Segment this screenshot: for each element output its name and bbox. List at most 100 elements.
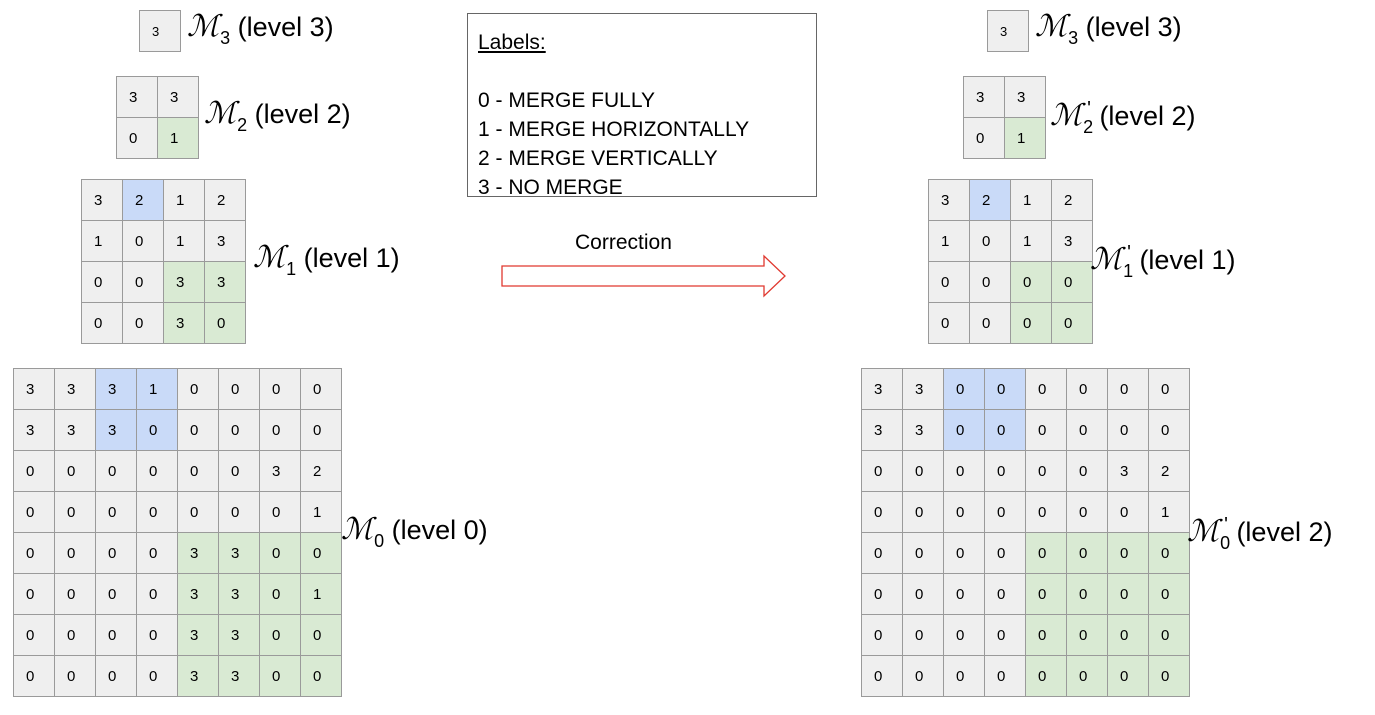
- matrix-cell: 0: [1026, 656, 1067, 697]
- matrix-cell: 3: [178, 656, 219, 697]
- legend-item-no-merge: 3 - NO MERGE: [478, 176, 623, 199]
- matrix-cell: 3: [260, 451, 301, 492]
- matrix-cell: 0: [1149, 656, 1190, 697]
- matrix-subscript: 3: [1068, 28, 1079, 48]
- matrix-cell: 3: [178, 533, 219, 574]
- matrix-cell: 0: [178, 451, 219, 492]
- matrix-cell: 0: [903, 615, 944, 656]
- matrix-cell: 0: [985, 410, 1026, 451]
- matrix-cell: 0: [944, 533, 985, 574]
- matrix-cell: 1: [158, 118, 199, 159]
- level-text: (level 2): [1228, 517, 1333, 547]
- matrix-cell: 0: [178, 410, 219, 451]
- matrix-subscript: 1: [286, 259, 297, 279]
- matrix-cell: 0: [944, 369, 985, 410]
- matrix-cell: 0: [862, 451, 903, 492]
- matrix-cell: 0: [862, 492, 903, 533]
- matrix-cell: 0: [903, 492, 944, 533]
- matrix-symbol: ℳ: [1090, 242, 1123, 277]
- prime-mark: ': [1224, 514, 1228, 536]
- matrix-cell: 0: [944, 574, 985, 615]
- level-text: (level 2): [247, 99, 351, 129]
- matrix-cell: 0: [1067, 615, 1108, 656]
- matrix-cell: 0: [1149, 369, 1190, 410]
- matrix-cell: 1: [137, 369, 178, 410]
- matrix-cell: 0: [14, 492, 55, 533]
- matrix-cell: 0: [1108, 574, 1149, 615]
- matrix-cell: 0: [219, 492, 260, 533]
- matrix-cell: 0: [970, 303, 1011, 344]
- matrix-cell: 0: [219, 451, 260, 492]
- matrix-cell: 0: [1067, 451, 1108, 492]
- matrix-subscript: 0: [374, 531, 385, 551]
- label-right-level2: ℳ2' (level 2): [1050, 99, 1195, 136]
- correction-label: Correction: [575, 231, 672, 254]
- matrix-cell: 3: [55, 410, 96, 451]
- label-right-level1: ℳ1' (level 1): [1090, 243, 1235, 280]
- matrix-cell: 0: [260, 492, 301, 533]
- matrix-subscript: 0: [1220, 533, 1231, 553]
- matrix-subscript: 2: [1083, 117, 1094, 137]
- matrix-cell: 0: [137, 451, 178, 492]
- matrix-cell: 3: [205, 262, 246, 303]
- matrix-cell: 0: [1149, 615, 1190, 656]
- matrix-cell: 0: [985, 492, 1026, 533]
- matrix-cell: 0: [123, 303, 164, 344]
- legend-item-merge-horizontally: 1 - MERGE HORIZONTALLY: [478, 118, 750, 141]
- matrix-cell: 0: [14, 533, 55, 574]
- matrix-cell: 3: [82, 180, 123, 221]
- prime-mark: ': [1127, 242, 1131, 264]
- matrix-cell: 0: [219, 410, 260, 451]
- matrix-cell: 0: [55, 533, 96, 574]
- matrix-cell: 0: [944, 451, 985, 492]
- matrix-cell: 1: [1011, 180, 1052, 221]
- matrix-cell: 0: [117, 118, 158, 159]
- matrix-cell: 3: [96, 410, 137, 451]
- matrix-cell: 1: [1005, 118, 1046, 159]
- matrix-cell: 0: [137, 492, 178, 533]
- matrix-cell: 0: [1108, 492, 1149, 533]
- matrix-cell: 0: [1011, 303, 1052, 344]
- matrix-cell: 3: [219, 656, 260, 697]
- matrix-cell: 0: [985, 615, 1026, 656]
- matrix-symbol: ℳ: [187, 9, 220, 44]
- matrix-cell: 3: [1005, 77, 1046, 118]
- matrix-cell: 0: [1108, 615, 1149, 656]
- matrix-cell: 3: [862, 410, 903, 451]
- matrix-cell: 0: [137, 533, 178, 574]
- matrix-cell: 3: [1108, 451, 1149, 492]
- matrix-cell: 0: [301, 656, 342, 697]
- matrix-cell: 3: [178, 615, 219, 656]
- matrix-symbol: ℳ: [253, 240, 286, 275]
- matrix-cell: 0: [301, 533, 342, 574]
- matrix-cell: 0: [260, 410, 301, 451]
- matrix-cell: 0: [929, 262, 970, 303]
- level-text: (level 3): [1078, 12, 1182, 42]
- matrix-cell: 0: [944, 615, 985, 656]
- matrix-cell: 3: [164, 303, 205, 344]
- matrix-cell: 1: [929, 221, 970, 262]
- matrix-cell: 0: [1026, 451, 1067, 492]
- matrix-cell: 0: [96, 533, 137, 574]
- matrix-cell: 2: [970, 180, 1011, 221]
- matrix-cell: 0: [1149, 533, 1190, 574]
- matrix-cell: 0: [1052, 262, 1093, 303]
- matrix-cell: 3: [205, 221, 246, 262]
- matrix-cell: 0: [1026, 533, 1067, 574]
- matrix-cell: 0: [944, 492, 985, 533]
- matrix-cell: 0: [301, 410, 342, 451]
- matrix-cell: 0: [14, 574, 55, 615]
- matrix-cell: 3: [964, 77, 1005, 118]
- matrix-cell: 0: [96, 615, 137, 656]
- matrix-cell: 1: [301, 492, 342, 533]
- label-left-level0: ℳ0 (level 0): [341, 515, 488, 551]
- matrix-cell: 0: [123, 221, 164, 262]
- matrix-cell: 0: [260, 656, 301, 697]
- matrix-cell: 0: [1067, 369, 1108, 410]
- matrix-cell: 0: [944, 656, 985, 697]
- matrix-cell: 2: [1052, 180, 1093, 221]
- matrix-cell: 0: [55, 451, 96, 492]
- matrix-cell: 1: [82, 221, 123, 262]
